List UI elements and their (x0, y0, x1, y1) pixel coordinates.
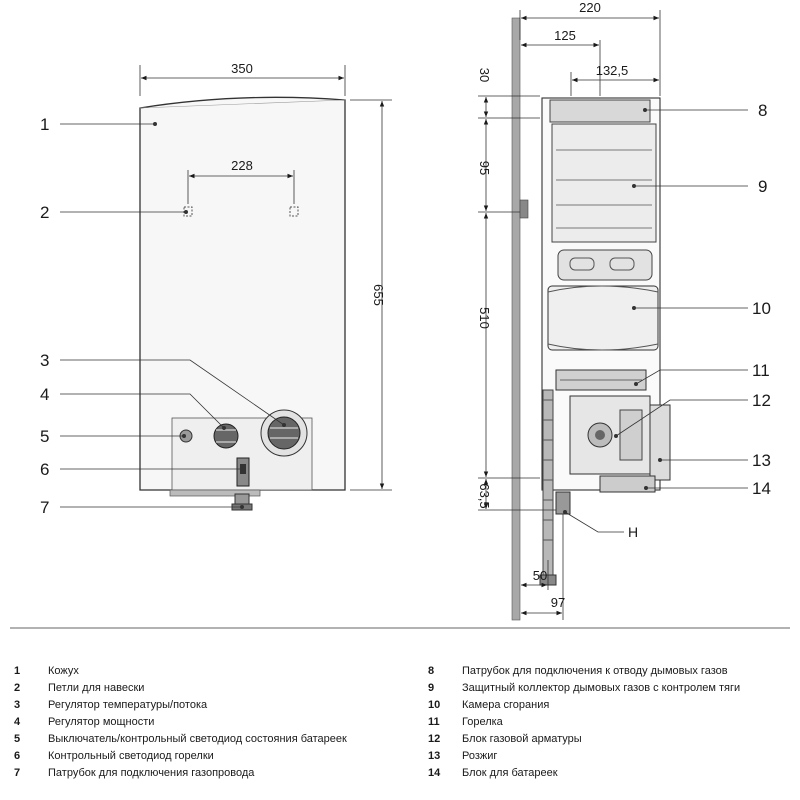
callout-4: 4 (40, 385, 49, 404)
wall (511, 17, 521, 621)
water-hose (542, 389, 554, 581)
ignition-unit (649, 404, 671, 481)
callout-13: 13 (752, 451, 771, 470)
callout-10: 10 (752, 299, 771, 318)
callout-1: 1 (40, 115, 49, 134)
callout-11: 11 (752, 361, 770, 380)
dim-gas-offset: 50 (533, 568, 547, 583)
callout-8: 8 (758, 101, 767, 120)
callout-12: 12 (752, 391, 771, 410)
callout-14: 14 (752, 479, 771, 498)
dim-front-height: 655 (371, 284, 386, 306)
callout-3: 3 (40, 351, 49, 370)
dim-side-depth-outlet: 125 (554, 28, 576, 43)
battery-box (599, 475, 656, 493)
callout-7: 7 (40, 498, 49, 517)
callout-6: 6 (40, 460, 49, 479)
dim-front-width: 350 (231, 61, 253, 76)
draft-hood (551, 123, 657, 243)
front-view: 350 228 655 1 2 3 4 5 6 7 (40, 61, 392, 517)
dim-mount-height: 510 (477, 307, 492, 329)
dim-hook-spacing: 228 (231, 158, 253, 173)
flue-outlet (549, 99, 651, 123)
dim-gas-depth: 97 (551, 595, 565, 610)
callout-2: 2 (40, 203, 49, 222)
callout-5: 5 (40, 427, 49, 446)
callout-h: H (628, 524, 638, 540)
callout-9: 9 (758, 177, 767, 196)
hook-right-icon (289, 206, 299, 217)
dim-hook-height: 95 (477, 161, 492, 175)
gas-connection-h (555, 491, 571, 515)
technical-drawing: 350 228 655 1 2 3 4 5 6 7 (10, 0, 790, 629)
power-knob-icon (213, 423, 239, 449)
dim-bottom-offset: 63,5 (477, 483, 492, 508)
dim-side-depth-flue: 132,5 (596, 63, 629, 78)
dim-top-offset: 30 (477, 68, 492, 82)
side-view: 220 125 132,5 30 95 510 63,5 50 97 (477, 0, 771, 621)
dim-side-depth-total: 220 (579, 0, 601, 15)
combustion-chamber (547, 285, 659, 351)
hook-left-icon (183, 206, 193, 217)
